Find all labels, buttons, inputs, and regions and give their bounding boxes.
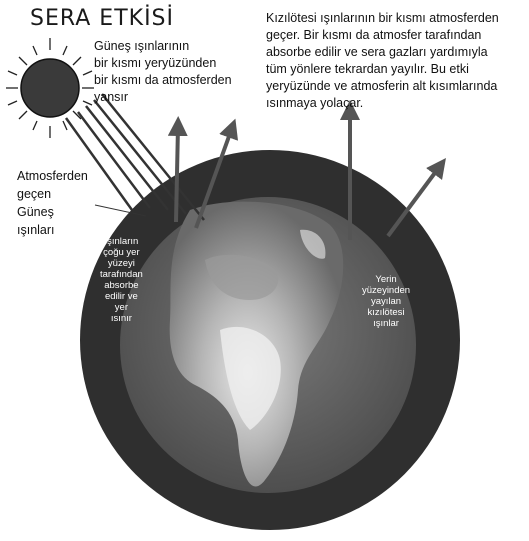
infrared-note-label: Kızılötesi ışınlarının bir kısmı atmosfe… (266, 10, 526, 112)
reflected-arrow-1 (176, 126, 178, 222)
reflected-rays-label: Güneş ışınlarının bir kısmı yeryüzünden … (94, 38, 232, 106)
absorbed-rays-label: Işınların çoğu yer yüzeyi tarafından abs… (100, 236, 143, 324)
diagram-title: SERA ETKİSİ (30, 6, 174, 31)
emitted-infrared-label: Yerin yüzeyinden yayılan kızılötesi ışın… (362, 274, 410, 329)
incoming-rays-label: Atmosferden geçen Güneş ışınları (17, 167, 88, 239)
sun-icon (6, 38, 94, 138)
